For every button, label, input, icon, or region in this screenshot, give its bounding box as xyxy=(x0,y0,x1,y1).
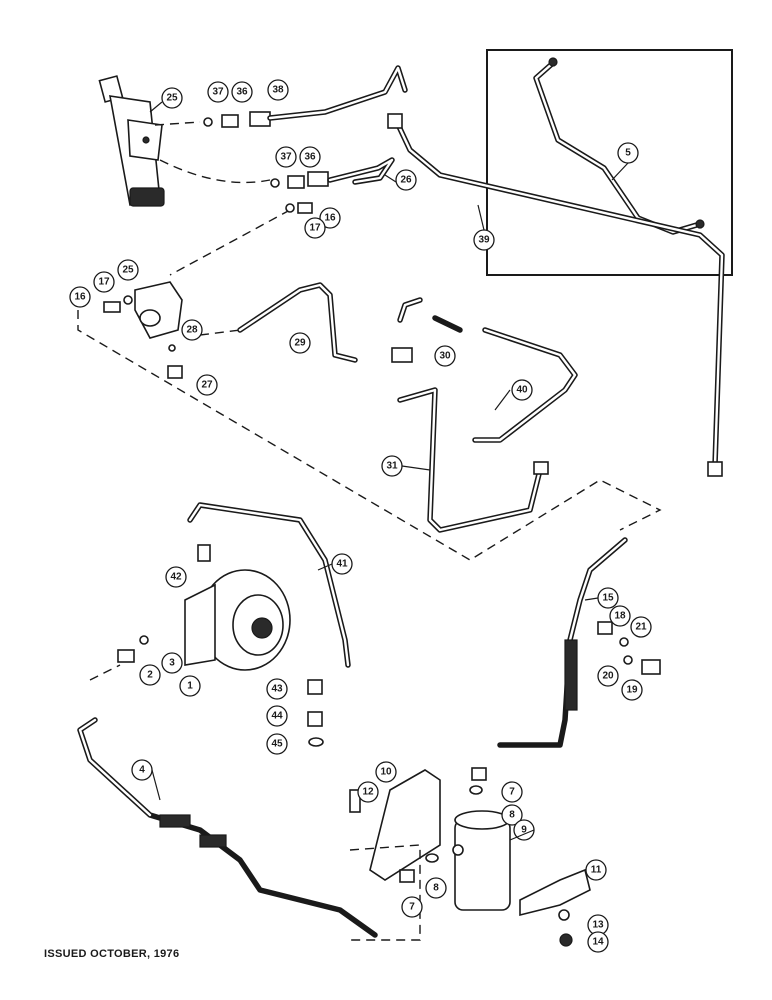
callout-17a: 17 xyxy=(304,217,326,239)
callout-16a: 16 xyxy=(319,207,341,229)
svg-text:9: 9 xyxy=(521,825,527,836)
svg-text:40: 40 xyxy=(516,385,528,396)
svg-text:31: 31 xyxy=(386,461,398,472)
svg-text:11: 11 xyxy=(591,865,602,876)
hydraulic-pump xyxy=(184,569,291,671)
callout-25b: 25 xyxy=(117,259,139,281)
svg-text:16: 16 xyxy=(74,292,86,303)
callout-17b: 17 xyxy=(93,271,115,293)
callout-43: 43 xyxy=(266,678,288,700)
callout-11: 11 xyxy=(585,859,607,881)
svg-text:44: 44 xyxy=(271,711,283,722)
callout-7a: 7 xyxy=(501,781,523,803)
callout-41: 41 xyxy=(331,553,353,575)
svg-text:14: 14 xyxy=(592,937,604,948)
svg-text:3: 3 xyxy=(169,658,175,669)
callout-38: 38 xyxy=(267,79,289,101)
svg-text:41: 41 xyxy=(336,559,348,570)
svg-text:1: 1 xyxy=(187,681,193,692)
svg-text:18: 18 xyxy=(614,611,626,622)
svg-text:12: 12 xyxy=(362,787,374,798)
svg-text:45: 45 xyxy=(271,739,283,750)
svg-text:16: 16 xyxy=(324,213,336,224)
callout-30: 30 xyxy=(434,345,456,367)
svg-text:42: 42 xyxy=(170,572,182,583)
svg-text:19: 19 xyxy=(626,685,638,696)
callout-1: 1 xyxy=(179,675,201,697)
filter-canister xyxy=(452,810,511,911)
callout-45: 45 xyxy=(266,733,288,755)
svg-text:25: 25 xyxy=(122,265,134,276)
callout-40: 40 xyxy=(511,379,533,401)
callout-9: 9 xyxy=(513,819,535,841)
svg-text:36: 36 xyxy=(304,152,316,163)
svg-text:17: 17 xyxy=(309,223,321,234)
callout-25a: 25 xyxy=(161,87,183,109)
svg-text:38: 38 xyxy=(272,85,284,96)
callout-4: 4 xyxy=(131,759,153,781)
callout-3: 3 xyxy=(161,652,183,674)
svg-text:7: 7 xyxy=(409,902,415,913)
svg-text:5: 5 xyxy=(625,148,631,159)
svg-text:30: 30 xyxy=(439,351,451,362)
svg-text:25: 25 xyxy=(166,93,178,104)
callout-19: 19 xyxy=(621,679,643,701)
callout-15: 15 xyxy=(597,587,619,609)
svg-text:36: 36 xyxy=(236,87,248,98)
svg-text:26: 26 xyxy=(400,175,412,186)
svg-text:27: 27 xyxy=(201,380,213,391)
svg-text:43: 43 xyxy=(271,684,283,695)
callout-44: 44 xyxy=(266,705,288,727)
svg-text:28: 28 xyxy=(186,325,198,336)
svg-text:15: 15 xyxy=(602,593,614,604)
svg-text:29: 29 xyxy=(294,338,306,349)
callout-28: 28 xyxy=(181,319,203,341)
callout-39: 39 xyxy=(473,229,495,251)
callout-12: 12 xyxy=(357,781,379,803)
callout-14: 14 xyxy=(587,931,609,953)
issued-date: ISSUED OCTOBER, 1976 xyxy=(44,948,180,960)
callout-42: 42 xyxy=(165,566,187,588)
svg-text:8: 8 xyxy=(509,810,515,821)
callout-10: 10 xyxy=(375,761,397,783)
svg-text:8: 8 xyxy=(433,883,439,894)
callout-36a: 36 xyxy=(231,81,253,103)
tee-fitting xyxy=(103,281,183,339)
svg-text:21: 21 xyxy=(635,622,647,633)
svg-text:2: 2 xyxy=(147,670,153,681)
callout-37b: 37 xyxy=(275,146,297,168)
callout-8a: 8 xyxy=(501,804,523,826)
callout-2: 2 xyxy=(139,664,161,686)
callout-7b: 7 xyxy=(401,896,423,918)
callout-37a: 37 xyxy=(207,81,229,103)
svg-text:20: 20 xyxy=(602,671,614,682)
svg-text:10: 10 xyxy=(380,767,392,778)
svg-text:13: 13 xyxy=(592,920,604,931)
svg-text:7: 7 xyxy=(509,787,515,798)
inset-tube xyxy=(533,57,705,235)
svg-text:39: 39 xyxy=(478,235,490,246)
svg-text:37: 37 xyxy=(280,152,292,163)
steering-valve xyxy=(98,75,165,207)
callout-36b: 36 xyxy=(299,146,321,168)
callout-18: 18 xyxy=(609,605,631,627)
callout-26: 26 xyxy=(395,169,417,191)
svg-text:17: 17 xyxy=(98,277,110,288)
svg-text:4: 4 xyxy=(139,765,145,776)
callout-29: 29 xyxy=(289,332,311,354)
callout-31: 31 xyxy=(381,455,403,477)
callout-21: 21 xyxy=(630,616,652,638)
callout-5: 5 xyxy=(617,142,639,164)
callout-16b: 16 xyxy=(69,286,91,308)
callout-20: 20 xyxy=(597,665,619,687)
inset-frame xyxy=(486,49,733,276)
callout-27: 27 xyxy=(196,374,218,396)
callout-8b: 8 xyxy=(425,877,447,899)
svg-text:37: 37 xyxy=(212,87,224,98)
